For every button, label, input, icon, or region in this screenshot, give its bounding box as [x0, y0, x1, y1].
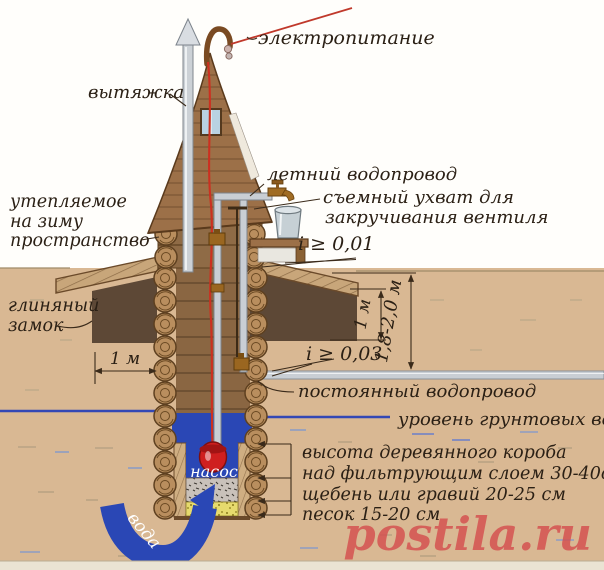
svg-text:i ≥ 0,01: i ≥ 0,01 [298, 233, 374, 255]
svg-text:закручивания вентиля: закручивания вентиля [325, 207, 548, 228]
groundwater-label: уровень грунтовых вод [397, 409, 604, 430]
svg-text:замок: замок [8, 316, 64, 336]
water-inflow-arrow [100, 484, 217, 570]
svg-text:пространство: пространство [10, 231, 150, 251]
valve-holder-label: съемный ухват для закручивания вентиля [253, 187, 548, 228]
svg-text:летний водопровод: летний водопровод [267, 164, 457, 185]
svg-text:1 м: 1 м [110, 349, 140, 369]
summer-tap [267, 179, 295, 202]
vent-label: вытяжка [88, 82, 187, 107]
plumbing [208, 179, 295, 451]
power-hook [203, 26, 233, 67]
pump-label: насос [190, 462, 238, 481]
slope-003: i ≥ 0,03 [271, 343, 382, 377]
pump [198, 441, 228, 473]
clay-lock-label: глиняный замок [8, 296, 99, 336]
summer-valve [208, 232, 226, 246]
svg-text:на зиму: на зиму [10, 212, 84, 232]
insulator [223, 44, 233, 54]
permanent-pipe-label: постоянный водопровод [257, 380, 536, 402]
power-label: электропитание [258, 27, 435, 49]
svg-text:песок 15-20 см: песок 15-20 см [302, 505, 440, 525]
filter-bracket [257, 440, 292, 519]
scan-edge [0, 561, 604, 570]
valve-handle-rod [228, 206, 247, 357]
svg-text:утепляемое: утепляемое [9, 192, 127, 212]
power-label-pointer [246, 36, 258, 40]
power-line [230, 7, 353, 45]
filter-layers-label: высота деревянного короба над фильтрующи… [302, 443, 604, 525]
svg-text:над фильтрующим слоем 30-40см: над фильтрующим слоем 30-40см [302, 464, 604, 484]
slope-001: i ≥ 0,01 [261, 233, 374, 268]
svg-text:высота деревянного короба: высота деревянного короба [302, 443, 567, 463]
svg-text:глиняный: глиняный [8, 296, 99, 316]
insulated-space-label: утепляемое на зиму пространство [9, 192, 160, 251]
svg-text:щебень или гравий 20-25 см: щебень или гравий 20-25 см [302, 485, 566, 505]
svg-text:постоянный водопровод: постоянный водопровод [298, 381, 536, 402]
pipe-coupling [210, 283, 225, 293]
clay-lock [92, 271, 357, 343]
permanent-pipe [241, 370, 604, 380]
watermark: postila.ru [344, 507, 592, 561]
svg-text:съемный ухват для: съемный ухват для [323, 187, 514, 208]
vent-cap [175, 17, 201, 46]
dim-1m-horizontal: 1 м [94, 349, 157, 384]
svg-text:i ≥ 0,03: i ≥ 0,03 [306, 343, 382, 365]
winter-valve [233, 357, 250, 371]
bucket [274, 205, 302, 239]
summer-pipe-label: летний водопровод [249, 164, 457, 197]
power-cable [206, 61, 214, 445]
insulator [225, 52, 233, 60]
groundwater-line [0, 409, 390, 419]
svg-text:вытяжка: вытяжка [88, 82, 184, 103]
vent-pipe [175, 17, 201, 273]
